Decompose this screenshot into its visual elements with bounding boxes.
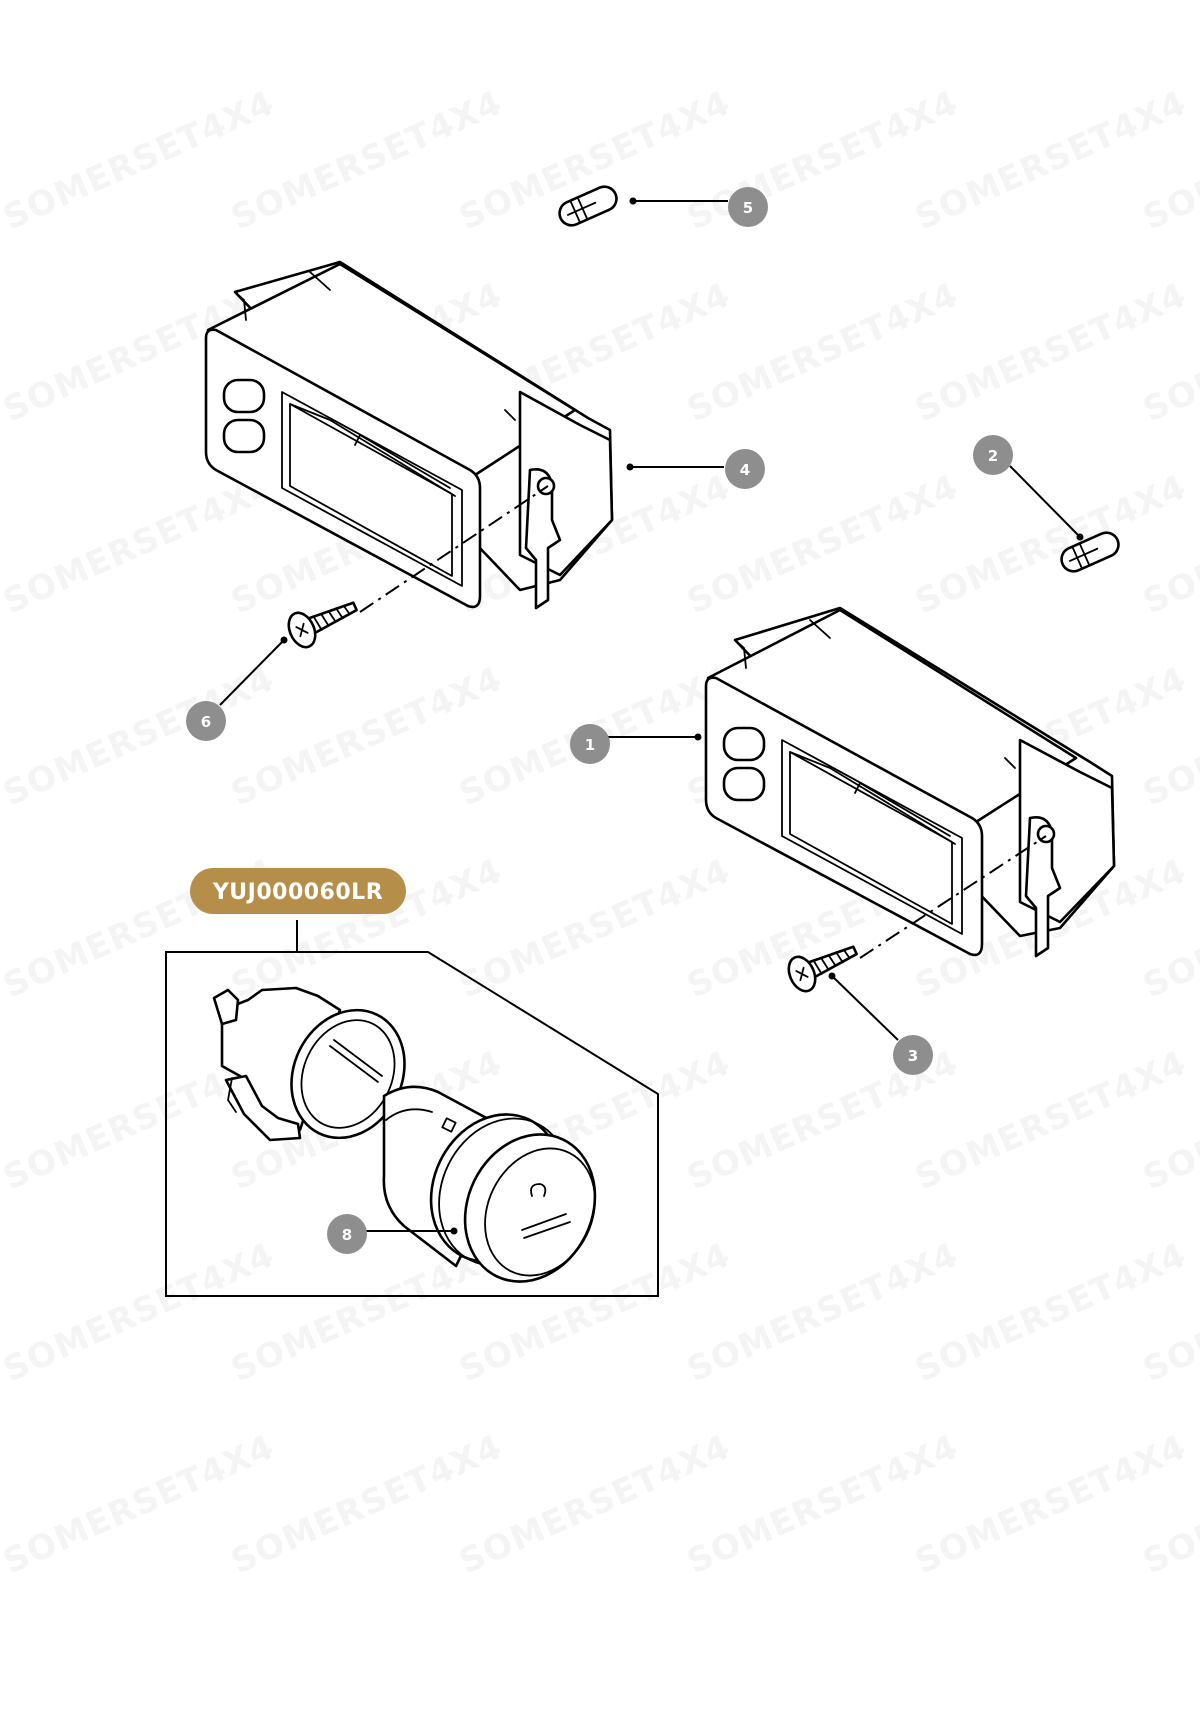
callout-3[interactable]: 3 xyxy=(893,1035,933,1075)
callout-1[interactable]: 1 xyxy=(570,724,610,764)
cigar-lighter-part-8 xyxy=(212,986,597,1283)
svg-text:3: 3 xyxy=(908,1047,918,1065)
axis-line-upper xyxy=(359,485,549,613)
svg-text:6: 6 xyxy=(201,713,211,731)
callout-8[interactable]: 8 xyxy=(327,1214,367,1254)
svg-text:4: 4 xyxy=(740,461,750,479)
switch-housing-part-4 xyxy=(204,260,614,610)
svg-text:8: 8 xyxy=(342,1226,352,1244)
svg-text:1: 1 xyxy=(585,736,595,754)
bulb-part-2 xyxy=(1060,531,1120,573)
leader-lines xyxy=(219,197,1084,1235)
bulb-part-5 xyxy=(558,185,618,227)
svg-text:2: 2 xyxy=(988,447,998,465)
callout-2[interactable]: 2 xyxy=(973,435,1013,475)
kit-label-text[interactable]: YUJ000060LR xyxy=(212,880,383,905)
callout-4[interactable]: 4 xyxy=(725,449,765,489)
kit-label-badge[interactable] xyxy=(190,868,406,914)
svg-text:5: 5 xyxy=(743,199,753,217)
screw-part-3 xyxy=(787,945,858,993)
axis-line-lower xyxy=(859,835,1047,959)
switch-housing-part-1 xyxy=(704,606,1116,958)
callout-6[interactable]: 6 xyxy=(186,701,226,741)
callout-5[interactable]: 5 xyxy=(728,187,768,227)
kit-label[interactable]: YUJ000060LR xyxy=(190,868,406,914)
kit-box xyxy=(165,920,659,1297)
screw-part-6 xyxy=(287,601,358,649)
